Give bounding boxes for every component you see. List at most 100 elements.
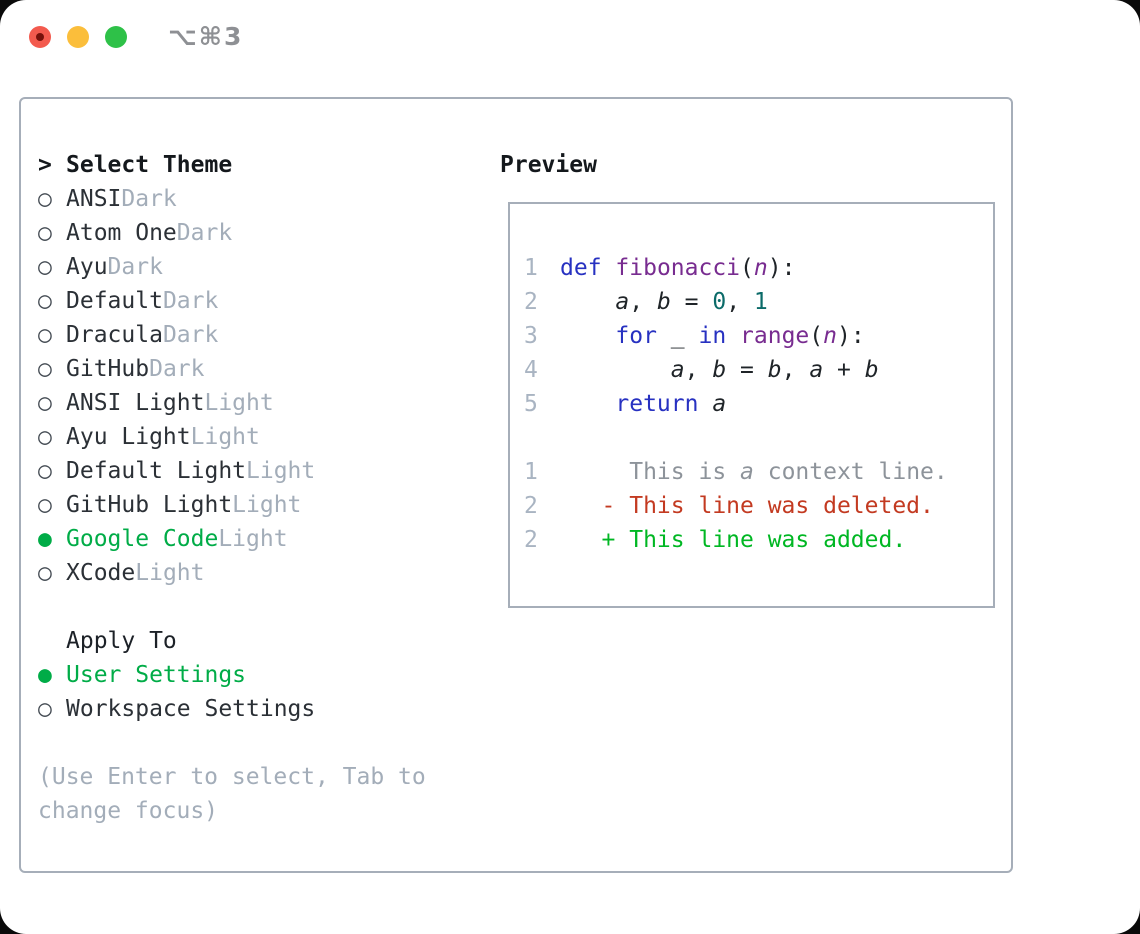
theme-option-label: GitHub Light — [66, 492, 233, 518]
theme-option-variant: Dark — [176, 220, 233, 246]
preview-code-line: 5 return a — [524, 387, 993, 421]
code-token: = — [726, 357, 768, 383]
theme-option[interactable]: ○Default Light Light — [38, 454, 426, 488]
spacer-row — [38, 590, 426, 624]
theme-option-variant: Light — [204, 390, 274, 416]
radio-unselected-icon: ○ — [38, 492, 52, 518]
radio-unselected-icon: ○ — [38, 390, 52, 416]
line-number: 1 — [524, 459, 538, 485]
preview-code-line: 2 - This line was deleted. — [524, 489, 993, 523]
minimize-button[interactable] — [67, 26, 89, 48]
theme-option-label: Google Code — [66, 526, 219, 552]
code-token: , — [726, 289, 754, 315]
preview-code-line: 4 a, b = b, a + b — [524, 353, 993, 387]
keyboard-hint: change focus) — [38, 794, 426, 828]
code-token: ( — [809, 323, 824, 349]
apply-to-header-label: Apply To — [66, 628, 177, 654]
radio-unselected-icon: ○ — [38, 220, 52, 246]
preview-code-line: 1 This is a context line. — [524, 455, 993, 489]
theme-option[interactable]: ○ Atom One Dark — [38, 216, 426, 250]
apply-to-option-label: User Settings — [66, 662, 247, 688]
code-token: , — [684, 357, 713, 383]
theme-option-variant: Light — [246, 458, 316, 484]
preview-code-line: 2 a, b = 0, 1 — [524, 285, 993, 319]
code-token: , — [629, 289, 657, 315]
theme-option-label: Atom One — [66, 220, 177, 246]
code-token — [602, 255, 616, 281]
theme-option[interactable]: ○Dracula Dark — [38, 318, 426, 352]
theme-option-label: ANSI Light — [66, 390, 205, 416]
theme-list-header: >Select Theme — [38, 148, 426, 182]
code-token: a — [809, 357, 824, 383]
code-token: ( — [740, 255, 754, 281]
code-token: + — [823, 357, 865, 383]
theme-option-label: GitHub — [66, 356, 150, 382]
theme-option[interactable]: ○ GitHub Dark — [38, 352, 426, 386]
theme-option[interactable]: ○Ayu Light Light — [38, 420, 426, 454]
theme-option[interactable]: ○Default Dark — [38, 284, 426, 318]
theme-option[interactable]: ○ANSI Dark — [38, 182, 426, 216]
code-token: b — [767, 357, 782, 383]
line-number: 2 — [524, 289, 538, 315]
apply-to-option[interactable]: ● User Settings — [38, 658, 426, 692]
theme-option-label: ANSI — [66, 186, 122, 212]
zoom-button[interactable] — [105, 26, 127, 48]
code-token: - This line was deleted. — [560, 493, 934, 519]
close-dot-icon — [36, 33, 44, 41]
code-token: n — [823, 323, 838, 349]
code-token — [560, 391, 615, 417]
code-token — [726, 323, 740, 349]
code-token: for — [615, 323, 657, 349]
window-title: ⌥⌘3 — [168, 22, 244, 51]
code-token — [560, 323, 615, 349]
radio-unselected-icon: ○ — [38, 458, 52, 484]
line-number: 3 — [524, 323, 538, 349]
code-token: = — [670, 289, 713, 315]
code-token: a — [615, 289, 630, 315]
theme-option[interactable]: ●Google Code Light — [38, 522, 426, 556]
code-token: ): — [837, 323, 865, 349]
theme-option[interactable]: ○ ANSI Light Light — [38, 386, 426, 420]
code-token: + This line was added. — [560, 527, 907, 553]
code-token: b — [712, 357, 727, 383]
code-token — [698, 391, 712, 417]
code-token: ): — [767, 255, 796, 281]
apply-to-option-label: Workspace Settings — [66, 696, 316, 722]
apply-to-option[interactable]: ○Workspace Settings — [38, 692, 426, 726]
code-token: _ — [656, 323, 699, 349]
code-token: b — [656, 289, 671, 315]
line-number: 5 — [524, 391, 538, 417]
spacer-row — [38, 726, 426, 760]
window-titlebar — [29, 26, 127, 48]
theme-option[interactable]: ○Ayu Dark — [38, 250, 426, 284]
theme-option-variant: Light — [135, 560, 205, 586]
theme-option-label: Ayu Light — [66, 424, 191, 450]
radio-selected-icon: ● — [38, 662, 52, 688]
line-number: 2 — [524, 493, 538, 519]
preview-code-line: 2 + This line was added. — [524, 523, 993, 557]
theme-option[interactable]: ○ GitHub Light Light — [38, 488, 426, 522]
theme-option-variant: Dark — [162, 288, 219, 314]
radio-unselected-icon: ○ — [38, 424, 52, 450]
preview-code-line: 3 for _ in range(n): — [524, 319, 993, 353]
theme-option[interactable]: ○XCode Light — [38, 556, 426, 590]
code-token: b — [864, 357, 879, 383]
preview-header: Preview — [500, 152, 597, 178]
code-token: range — [740, 323, 810, 349]
theme-option-variant: Dark — [149, 356, 205, 382]
theme-option-variant: Dark — [162, 322, 219, 348]
radio-unselected-icon: ○ — [38, 322, 52, 348]
theme-picker-panel — [19, 97, 1013, 873]
code-token — [560, 289, 615, 315]
code-token: def — [560, 255, 602, 281]
close-button[interactable] — [29, 26, 51, 48]
radio-unselected-icon: ○ — [38, 356, 52, 382]
radio-unselected-icon: ○ — [38, 288, 52, 314]
theme-option-variant: Dark — [121, 186, 177, 212]
theme-option-variant: Light — [232, 492, 302, 518]
theme-option-label: XCode — [66, 560, 136, 586]
theme-list-header-label: Select Theme — [66, 152, 233, 178]
